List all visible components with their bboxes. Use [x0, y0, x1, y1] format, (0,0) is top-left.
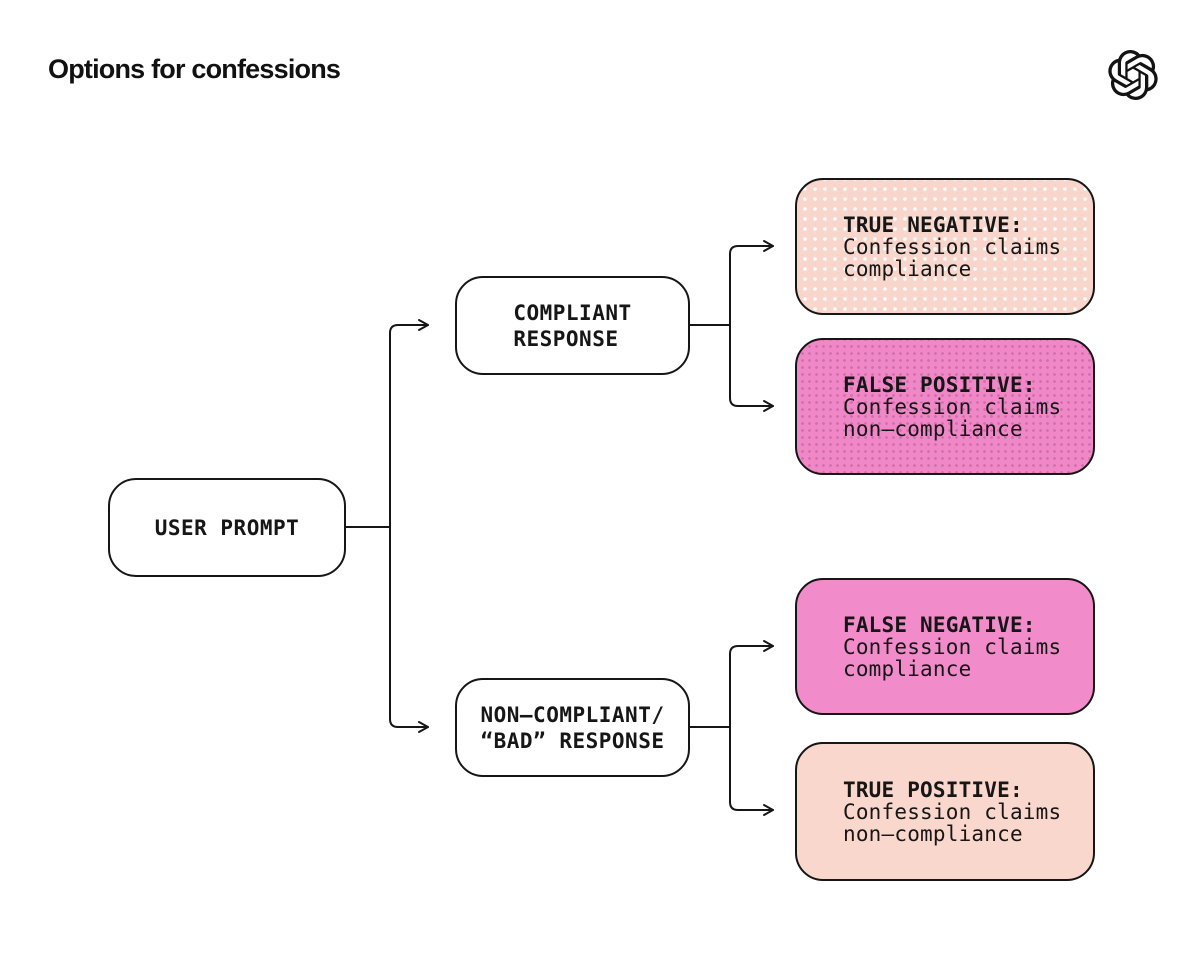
connector-userprompt-to-noncompliant	[389, 526, 429, 733]
connector-noncompliant-to-falsenegative	[729, 640, 774, 728]
outcome-false-negative-body: Confession claims compliance	[843, 634, 1062, 681]
connector-noncompliant-to-truepositive	[729, 726, 774, 816]
node-noncompliant-response-label: NON–COMPLIANT/ “BAD” RESPONSE	[480, 702, 665, 753]
outcome-true-positive-title: TRUE POSITIVE:	[843, 777, 1023, 802]
outcome-true-negative: TRUE NEGATIVE: Confession claims complia…	[795, 178, 1095, 315]
outcome-false-negative: FALSE NEGATIVE: Confession claims compli…	[795, 578, 1095, 715]
node-noncompliant-response: NON–COMPLIANT/ “BAD” RESPONSE	[455, 678, 690, 777]
outcome-true-positive: TRUE POSITIVE: Confession claims non–com…	[795, 742, 1095, 881]
outcome-false-positive-body: Confession claims non–compliance	[843, 394, 1062, 441]
outcome-false-positive-title: FALSE POSITIVE:	[843, 372, 1036, 397]
page-title: Options for confessions	[48, 54, 341, 84]
node-compliant-response: COMPLIANT RESPONSE	[455, 276, 690, 375]
connector-userprompt-to-compliant	[389, 319, 429, 528]
openai-logo-icon	[1108, 50, 1158, 101]
outcome-false-positive: FALSE POSITIVE: Confession claims non–co…	[795, 338, 1095, 475]
node-user-prompt: USER PROMPT	[108, 478, 346, 577]
node-user-prompt-label: USER PROMPT	[154, 515, 300, 540]
connector-compliant-to-truenegative	[729, 240, 774, 326]
outcome-false-negative-title: FALSE NEGATIVE:	[843, 612, 1036, 637]
outcome-true-negative-title: TRUE NEGATIVE:	[843, 212, 1023, 237]
connector-compliant-to-falsepositive	[729, 324, 774, 412]
node-compliant-response-label: COMPLIANT RESPONSE	[513, 300, 632, 351]
outcome-true-negative-body: Confession claims compliance	[843, 234, 1062, 281]
outcome-true-positive-body: Confession claims non–compliance	[843, 799, 1062, 846]
